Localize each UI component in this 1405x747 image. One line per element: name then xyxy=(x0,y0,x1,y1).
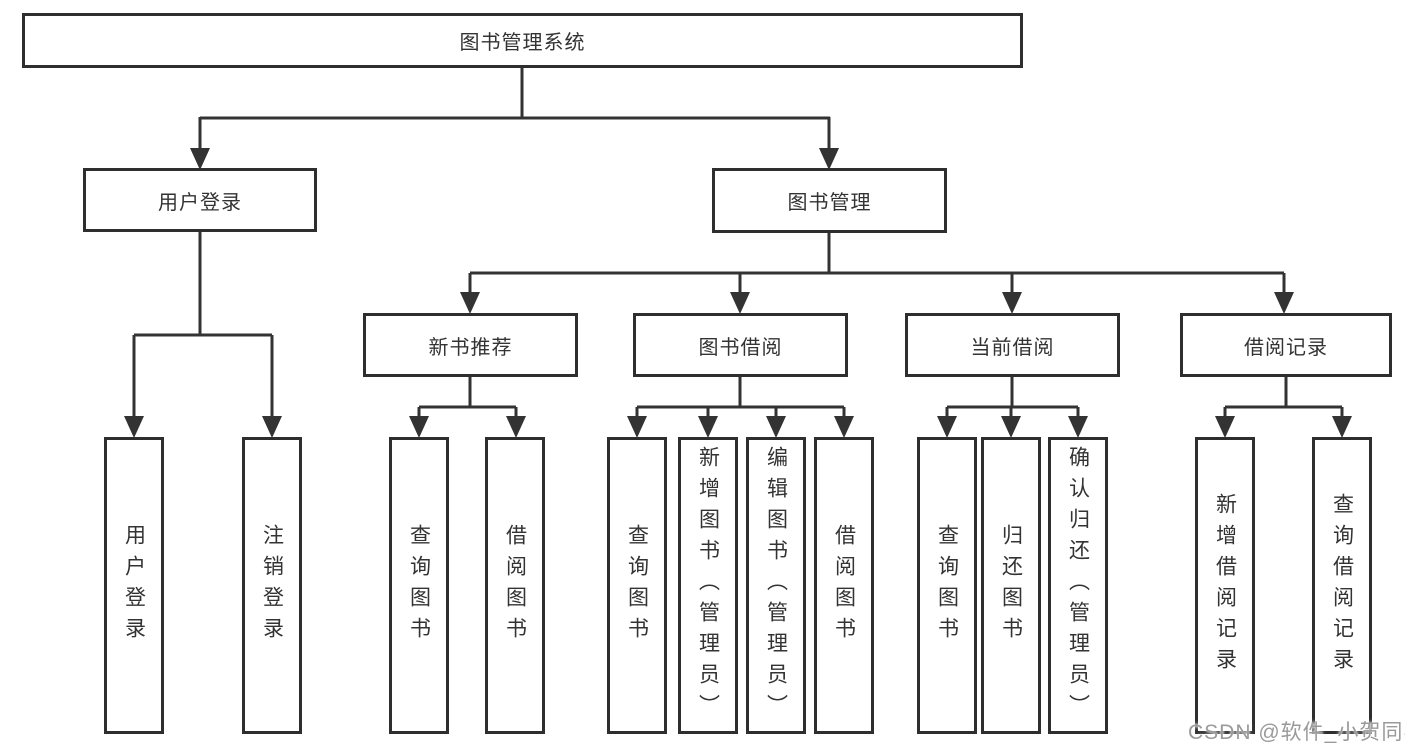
arrowheads xyxy=(124,148,1352,438)
leaf-edit-book-admin: 编辑图书（管理员） xyxy=(746,437,806,734)
node-book-management: 图书管理 xyxy=(712,168,947,233)
leaf-logout: 注销登录 xyxy=(242,437,302,734)
leaf-add-borrow-record: 新增借阅记录 xyxy=(1195,437,1255,734)
node-book-borrowing: 图书借阅 xyxy=(633,313,848,377)
leaf-borrow-books-2: 借阅图书 xyxy=(814,437,874,734)
leaf-borrow-books-1: 借阅图书 xyxy=(485,437,545,734)
leaf-query-books-1: 查询图书 xyxy=(389,437,449,734)
node-root: 图书管理系统 xyxy=(22,13,1023,68)
watermark: CSDN @软件_小贺同学 xyxy=(1188,721,1405,744)
leaf-query-books-2: 查询图书 xyxy=(607,437,667,734)
node-current-borrowing: 当前借阅 xyxy=(905,313,1120,377)
leaf-query-borrow-record: 查询借阅记录 xyxy=(1312,437,1372,734)
leaf-add-book-admin: 新增图书（管理员） xyxy=(678,437,738,734)
leaf-confirm-return-admin: 确认归还（管理员） xyxy=(1048,437,1108,734)
node-new-book-recommend: 新书推荐 xyxy=(363,313,578,377)
node-user-login-branch: 用户登录 xyxy=(83,168,317,232)
leaf-user-login: 用户登录 xyxy=(104,437,164,734)
leaf-return-books: 归还图书 xyxy=(981,437,1041,734)
tree-edges xyxy=(132,68,1344,421)
node-borrowing-records: 借阅记录 xyxy=(1180,313,1392,377)
leaf-query-books-3: 查询图书 xyxy=(917,437,977,734)
